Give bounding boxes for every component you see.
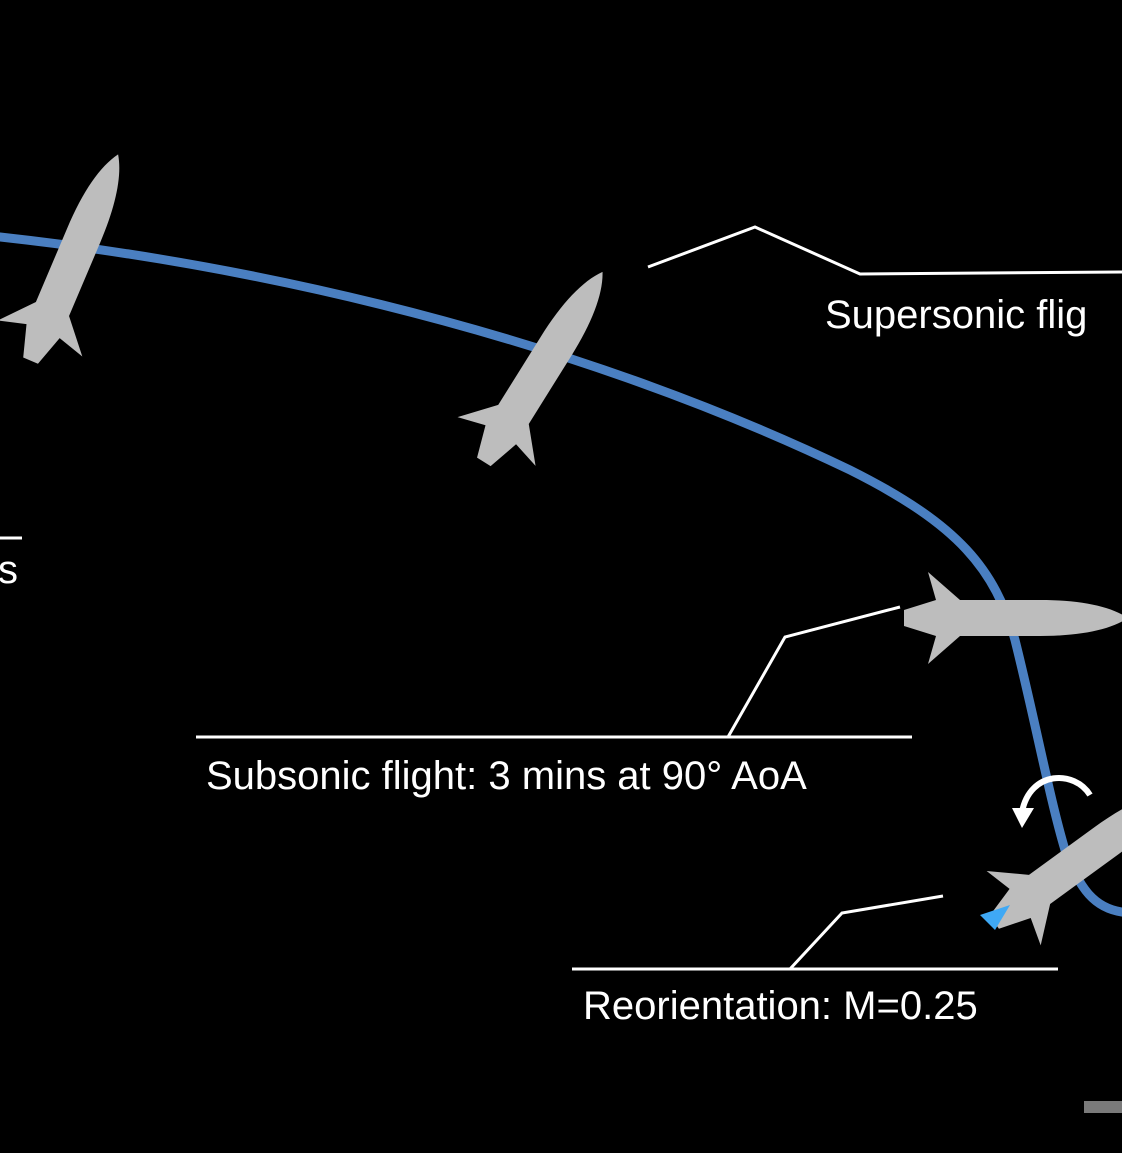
vehicle-icon [986,790,1122,946]
grey-bar [1084,1101,1122,1113]
subsonic-leader-line [726,605,901,738]
reorientation-leader-line [788,894,944,971]
reorientation-label: Reorientation: M=0.25 [583,984,978,1028]
trajectory-curve [0,232,1122,917]
left-fragment-label: s [0,548,18,592]
vehicle-icon [457,271,603,467]
vehicle-icon [904,572,1122,664]
curved-arrow-icon [1012,775,1093,828]
supersonic-label: Supersonic flig [825,293,1087,337]
thruster-plume-icon [980,905,1010,930]
vehicle-icon [0,154,120,364]
subsonic-label: Subsonic flight: 3 mins at 90° AoA [206,754,807,798]
supersonic-leader-line [647,225,1122,276]
